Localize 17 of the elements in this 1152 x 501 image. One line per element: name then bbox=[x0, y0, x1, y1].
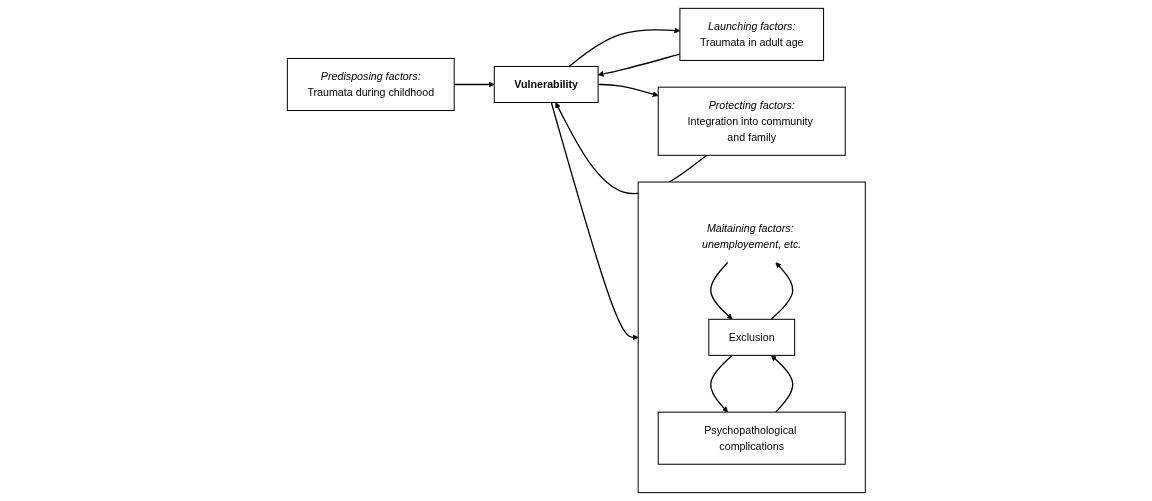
arrow bbox=[770, 355, 794, 413]
arrow bbox=[453, 81, 495, 88]
node-box: Launching factors: Traumata in adult age bbox=[679, 7, 824, 61]
node-box: Exclusion bbox=[708, 318, 795, 356]
cluster bbox=[637, 181, 866, 494]
node-box: Vulnerability bbox=[493, 65, 599, 104]
arrow bbox=[709, 261, 733, 320]
node-text: Maitaining factors: unemployement, etc. bbox=[701, 222, 802, 250]
arrow bbox=[770, 262, 794, 320]
arrow bbox=[597, 83, 659, 97]
arrow bbox=[550, 101, 639, 341]
node-box: Psychopathological complications bbox=[657, 411, 846, 465]
arrow bbox=[597, 53, 681, 77]
node-box: Predisposing factors: Traumata during childhood bbox=[286, 57, 455, 112]
arrow bbox=[568, 27, 680, 68]
node-box: Protecting factors: Integration into community and family bbox=[657, 86, 846, 156]
arrow bbox=[709, 354, 733, 413]
